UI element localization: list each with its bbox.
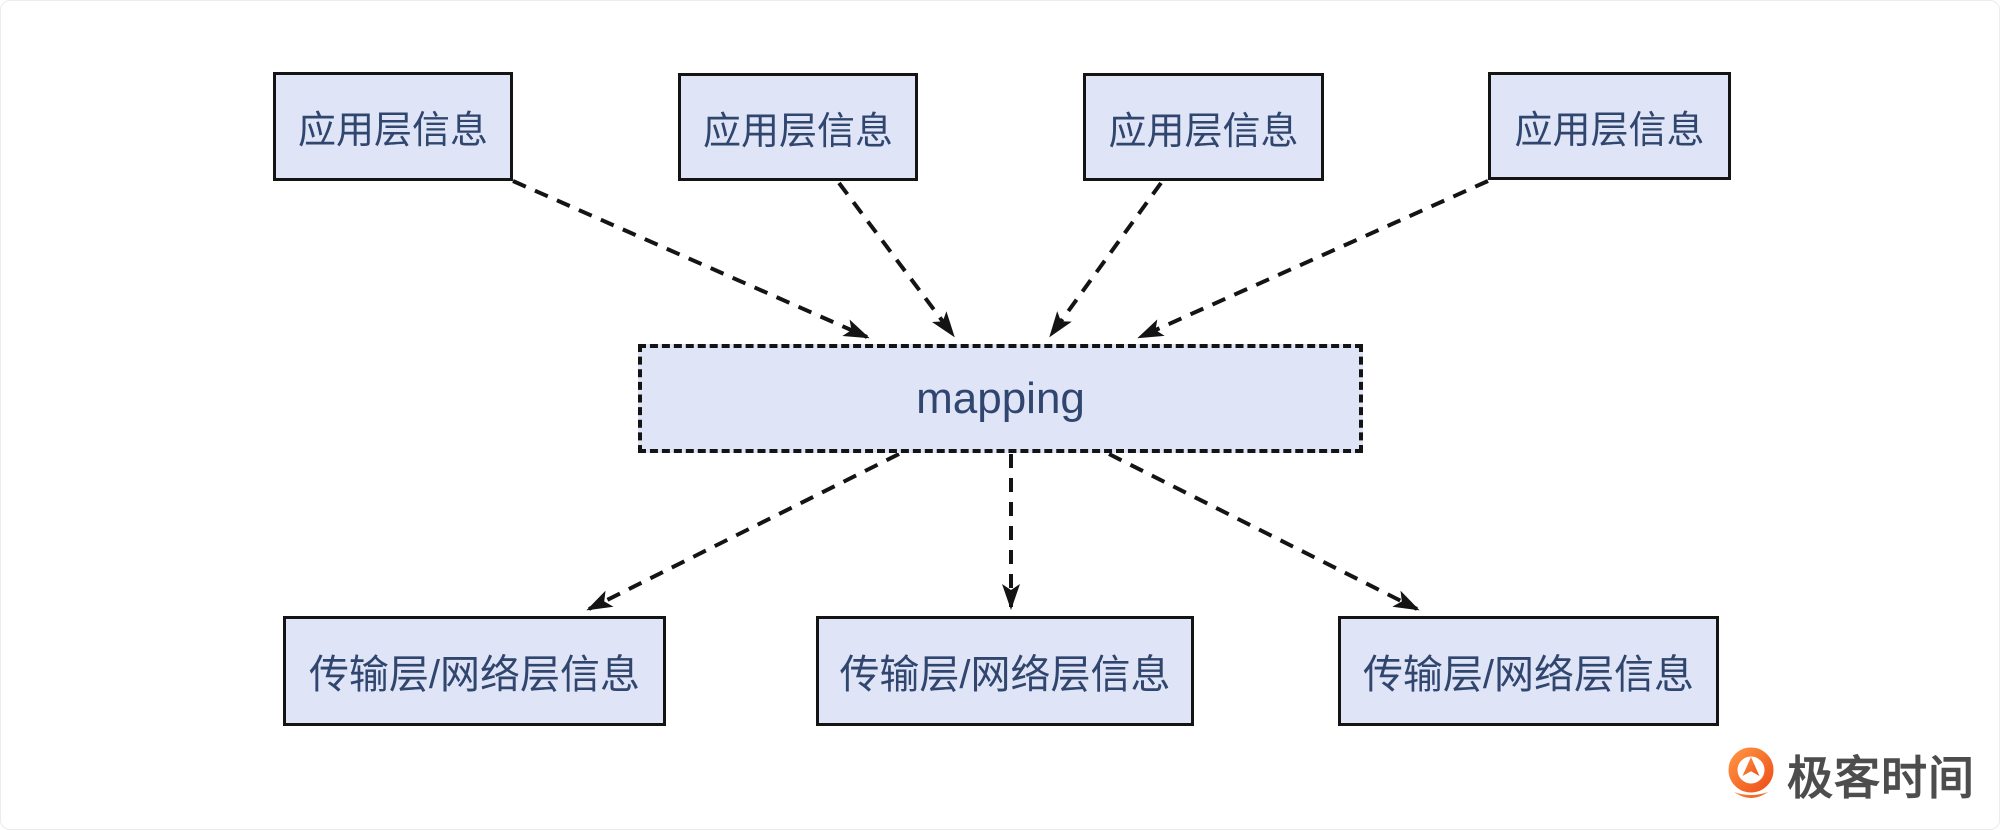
node-label: 应用层信息 bbox=[1108, 110, 1299, 153]
geektime-icon bbox=[1728, 747, 1774, 798]
node-label: 传输层/网络层信息 bbox=[1362, 653, 1695, 697]
arrow-app2-to-mapping bbox=[837, 181, 955, 338]
geektime-logo: 极客时间 bbox=[1725, 743, 1975, 807]
arrow-mapping-to-net3 bbox=[1108, 452, 1420, 611]
node-label: 应用层信息 bbox=[702, 110, 893, 153]
node-app-layer-1: 应用层信息 bbox=[273, 72, 513, 181]
arrow-app1-to-mapping bbox=[512, 179, 870, 339]
arrow-app4-to-mapping bbox=[1137, 179, 1489, 339]
node-transport-network-layer-2: 传输层/网络层信息 bbox=[816, 616, 1194, 726]
node-label: 传输层/网络层信息 bbox=[839, 653, 1171, 697]
node-app-layer-4: 应用层信息 bbox=[1488, 72, 1731, 180]
node-mapping: mapping bbox=[638, 344, 1363, 453]
node-app-layer-2: 应用层信息 bbox=[678, 73, 918, 181]
node-transport-network-layer-3: 传输层/网络层信息 bbox=[1338, 616, 1719, 726]
node-transport-network-layer-1: 传输层/网络层信息 bbox=[283, 616, 666, 726]
arrow-app3-to-mapping bbox=[1049, 181, 1163, 338]
node-label: 应用层信息 bbox=[297, 110, 488, 152]
arrow-mapping-to-net1 bbox=[586, 452, 900, 611]
node-label: 应用层信息 bbox=[1514, 109, 1705, 152]
node-label: mapping bbox=[916, 373, 1085, 423]
node-label: 传输层/网络层信息 bbox=[308, 653, 641, 697]
node-app-layer-3: 应用层信息 bbox=[1083, 73, 1324, 181]
geektime-logo-text: 极客时间 bbox=[1787, 752, 1975, 804]
